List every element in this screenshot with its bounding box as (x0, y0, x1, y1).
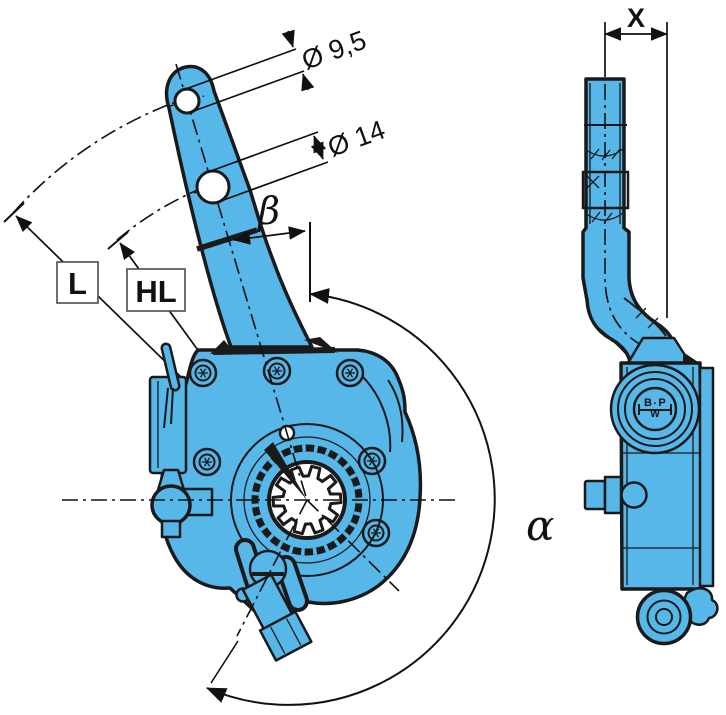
side-adjuster-hex (583, 475, 648, 515)
corner-contour-1 (387, 379, 404, 443)
callout-l: L (56, 261, 99, 304)
hole-dia-14 (195, 169, 231, 205)
front-view: Ø 9,5 Ø 14 β α L HL (3, 25, 554, 706)
hole-dia-9-5 (173, 87, 201, 115)
side-boss: B . P W (609, 363, 701, 455)
side-arm (581, 77, 690, 365)
dimension-alpha: α (206, 288, 554, 706)
bolt (188, 358, 218, 388)
bolt (192, 447, 222, 477)
callout-label-l: L (68, 266, 87, 301)
dim-label-dia-14: Ø 14 (324, 114, 389, 162)
dim-label-dia-9-5: Ø 9,5 (298, 25, 370, 76)
bolt (335, 358, 365, 388)
dimension-x: X (604, 3, 668, 318)
side-back-plate (698, 366, 715, 588)
dim-label-x: X (627, 3, 645, 33)
neck-wedge (683, 352, 701, 364)
dim-label-beta: β (256, 189, 280, 233)
bolt (357, 446, 387, 476)
corner-contour-2 (361, 375, 392, 453)
bpw-emblem: B . P W (638, 396, 672, 420)
side-view: X (581, 3, 719, 646)
emblem-letter-p: P (658, 397, 665, 409)
callout-label-hl: HL (135, 274, 176, 309)
emblem-letter-b: B (644, 397, 652, 409)
dim-label-alpha: α (526, 501, 554, 550)
emblem-letter-dot: . (654, 396, 657, 407)
callout-hl: HL (126, 268, 186, 312)
emblem-letter-w: W (650, 409, 660, 420)
side-bottom-boss (635, 587, 719, 646)
ball-pin (150, 484, 192, 526)
